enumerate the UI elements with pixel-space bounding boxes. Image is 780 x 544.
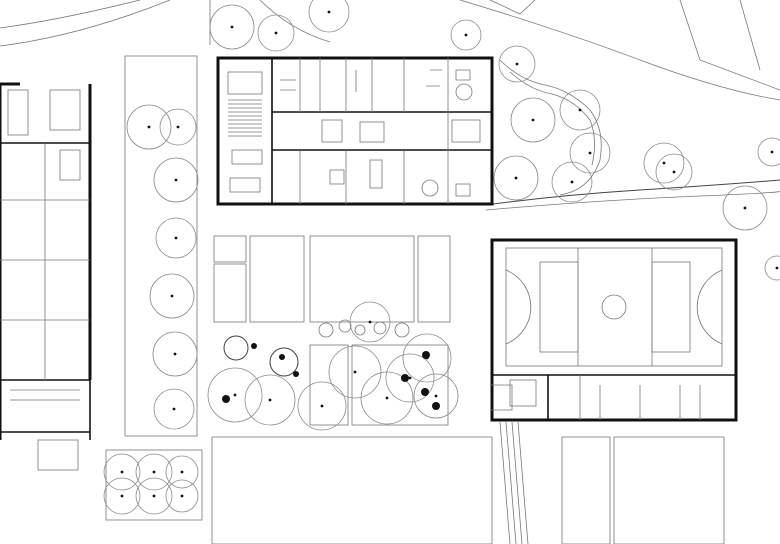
tree-trunk [515,62,519,66]
tree-trunk-marker [421,388,429,396]
lecture-seating [228,99,262,137]
tree-trunk [233,393,237,397]
tree-canopy [385,353,435,403]
tree-canopy [103,477,141,515]
tree-trunk-marker [401,374,409,382]
tree-canopy [349,301,391,343]
tree-canopy [722,185,768,231]
tree-canopy [764,255,780,281]
tree-canopy [257,14,295,52]
tree-trunk [434,394,438,398]
tree-trunk [173,352,177,356]
tree-canopy [308,0,350,33]
tree-canopy [551,161,593,203]
tree-trunks [120,10,779,498]
tree-canopy [643,142,685,184]
tree-trunk [385,396,389,400]
tree-trunk [570,180,574,184]
tree-canopy [159,108,197,146]
tree-trunk [172,407,176,411]
tree-trunk [120,470,124,474]
tree-canopy [165,455,199,489]
tree-canopy [498,45,536,83]
tree-trunk [152,470,156,474]
tree-canopy [165,479,199,513]
tree-canopy [103,453,141,491]
school-building [216,56,494,206]
tree-trunk [578,108,582,112]
tree-canopy [757,137,780,167]
tree-trunk [180,494,184,498]
tree-trunk [152,494,156,498]
tree-canopy [493,155,539,201]
tree-trunk [176,125,180,129]
tree-trunk [531,118,535,122]
tree-canopy [207,367,263,423]
tree-canopy [152,331,198,377]
tree-trunk [320,404,324,408]
tree-canopy [402,333,452,383]
tree-trunk [770,150,774,154]
tree-canopy [135,477,173,515]
tree-canopy [510,97,556,143]
tree-canopy [450,19,482,51]
site-context-lines [0,0,780,211]
tree-canopy [559,89,601,131]
tree-trunk-marker [222,395,230,403]
tree-canopy [149,273,195,319]
tree-canopy [209,4,255,50]
tree-trunk [368,320,372,324]
tree-canopy [655,153,693,191]
tree-trunk [174,178,178,182]
tree-trunk [170,294,174,298]
tree-trunk [327,10,331,14]
tree-trunk [147,125,151,129]
tree-trunk [180,470,184,474]
tree-trunk [274,31,278,35]
tree-trunk [230,25,234,29]
tree-trunk-marker [293,371,299,377]
tree-canopy [135,453,173,491]
tree-trunk [268,398,272,402]
tree-canopy [126,104,172,150]
tree-trunk [353,370,357,374]
landscape-plots [105,55,725,544]
tree-trunk-marker [422,351,430,359]
tree-trunk [464,33,468,37]
tree-canopy [153,157,199,203]
tree-trunk-marker [432,402,440,410]
tree-trunk [588,151,592,155]
tree-trunk-marker [279,354,285,360]
tree-trunk [120,494,124,498]
tree-canopy [153,388,195,430]
tree-canopy [244,374,296,426]
tree-trunk [672,170,676,174]
playground-elements [223,319,410,377]
tree-trunk [174,236,178,240]
tree-trunk-marker [251,343,257,349]
tree-canopy [297,381,347,431]
sports-hall [490,238,738,422]
tree-trunk [662,161,666,165]
tree-trunk [743,206,747,210]
tree-canopy [155,217,197,259]
tree-trunk [514,176,518,180]
tree-canopy [413,373,459,419]
tree-trunk [775,266,779,270]
west-building [0,82,92,471]
trees [103,0,780,515]
tree-canopy [328,345,382,399]
tree-trunk [408,376,412,380]
